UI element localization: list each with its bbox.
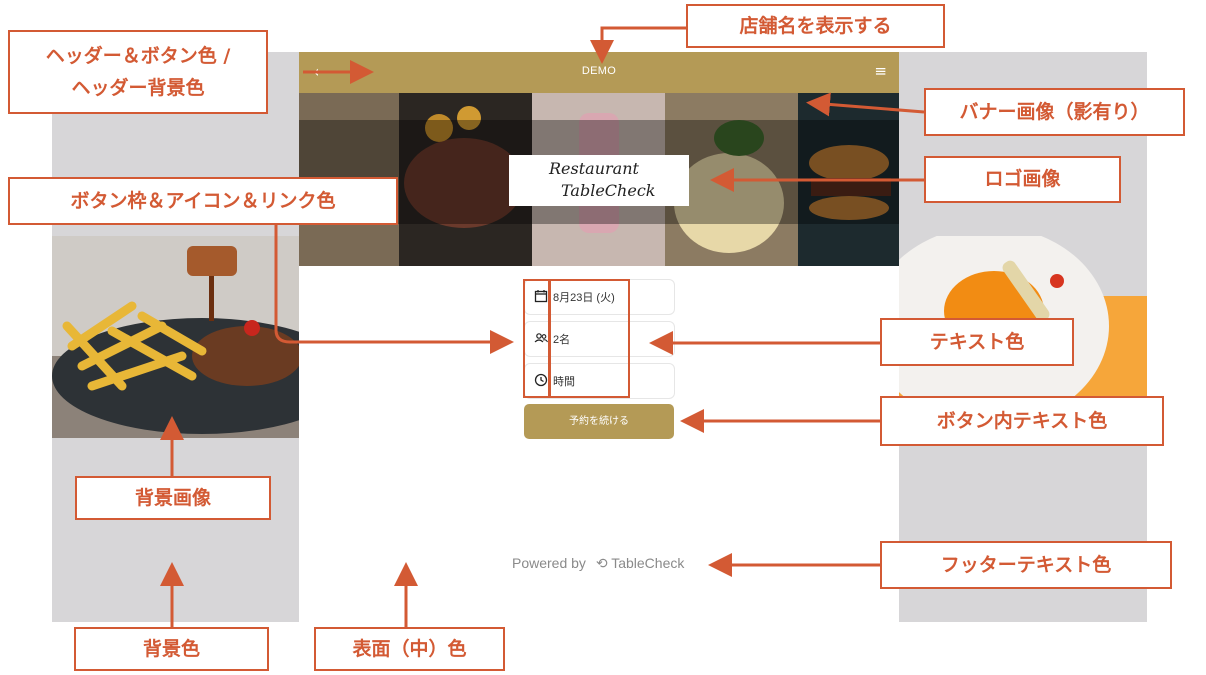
- logo-image: Restaurant TableCheck: [509, 155, 689, 206]
- store-name: DEMO: [581, 65, 617, 77]
- clock-icon: [534, 373, 548, 387]
- background-image-left: [52, 236, 299, 438]
- calendar-icon: [534, 290, 548, 303]
- party-size-value: 2名: [553, 334, 571, 346]
- highlight-text: [548, 279, 630, 398]
- annotation-store-name: 店舗名を表示する: [686, 4, 945, 48]
- annotation-background-image: 背景画像: [75, 476, 271, 520]
- annotation-banner-image: バナー画像（影有り）: [924, 88, 1185, 136]
- time-value: 時間: [553, 376, 575, 388]
- highlight-icons: [523, 279, 551, 398]
- annotation-logo-image: ロゴ画像: [924, 156, 1121, 203]
- annotation-button-text-color: ボタン内テキスト色: [880, 396, 1164, 446]
- hamburger-menu-icon[interactable]: ≡: [874, 62, 887, 80]
- footer-brand[interactable]: TableCheck: [611, 555, 685, 571]
- annotation-background-color: 背景色: [74, 627, 269, 671]
- annotation-button-frame-color: ボタン枠＆アイコン＆リンク色: [8, 177, 398, 225]
- continue-reservation-button[interactable]: 予約を続ける: [524, 404, 674, 439]
- powered-by-text: Powered by: [512, 555, 586, 571]
- people-icon: [534, 333, 548, 343]
- annotation-surface-color: 表面（中）色: [314, 627, 505, 671]
- annotation-footer-text-color: フッターテキスト色: [880, 541, 1172, 589]
- annotation-text-color: テキスト色: [880, 318, 1074, 366]
- tablecheck-logo-icon: ⟲: [595, 555, 608, 571]
- footer: Powered by ⟲ TableCheck: [512, 555, 712, 575]
- annotation-header-color: ヘッダー＆ボタン色 / ヘッダー背景色: [8, 30, 268, 114]
- date-value: 8月23日 (火): [553, 292, 615, 304]
